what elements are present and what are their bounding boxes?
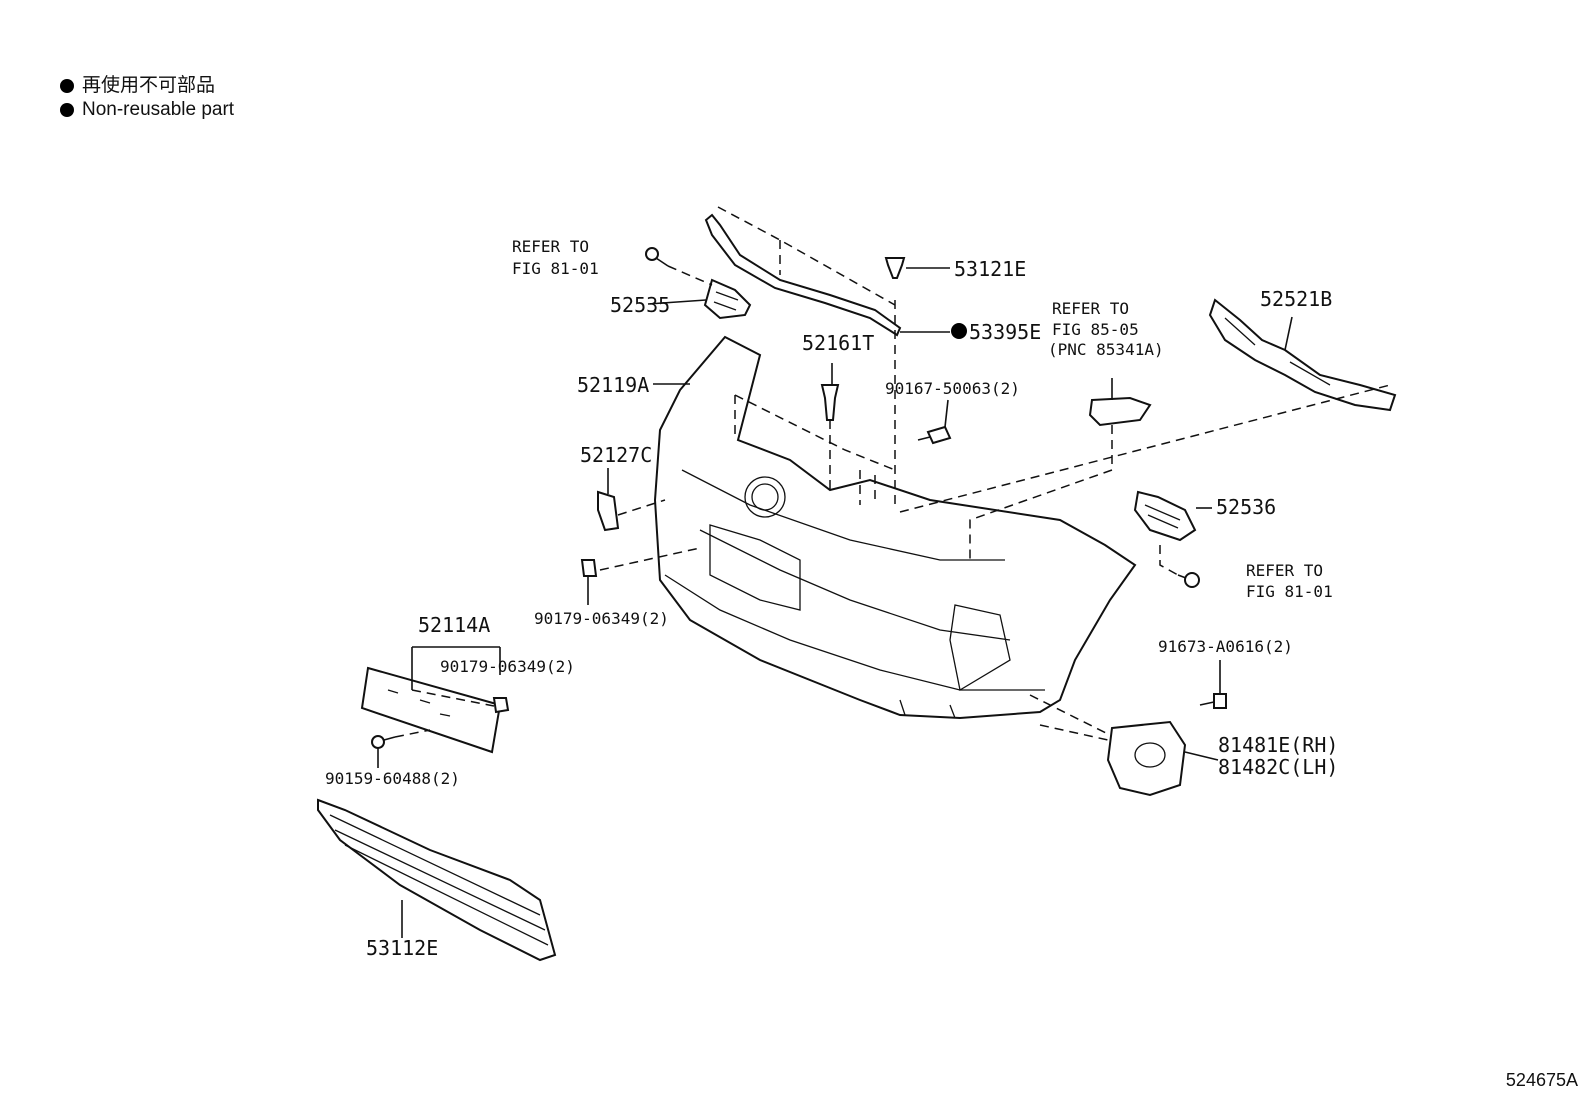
label-91673-a0616: 91673-A0616(2) bbox=[1158, 637, 1293, 656]
non-reusable-dot-icon bbox=[951, 323, 967, 339]
ref-note-2-line2: FIG 85-05 bbox=[1052, 320, 1139, 339]
label-90179-lower: 90179-06349(2) bbox=[440, 657, 575, 676]
fog-lamp-bezel-part[interactable] bbox=[1106, 720, 1187, 797]
non-reusable-dot-icon bbox=[60, 103, 74, 117]
legend-row-jp: 再使用不可部品 bbox=[60, 74, 234, 98]
legend-text-en: Non-reusable part bbox=[82, 99, 235, 120]
diagram-code: 524675A bbox=[1505, 1070, 1578, 1090]
label-90179-upper: 90179-06349(2) bbox=[534, 609, 669, 628]
washer-cap-part[interactable] bbox=[1088, 396, 1152, 427]
clip-52161t-part[interactable] bbox=[820, 384, 840, 421]
label-52119a: 52119A bbox=[577, 373, 649, 397]
screw-90159-part[interactable] bbox=[371, 735, 396, 749]
label-52114a: 52114A bbox=[418, 613, 490, 637]
legend-row-en: Non-reusable part bbox=[60, 98, 234, 122]
screw-right-part[interactable] bbox=[1177, 572, 1200, 588]
bumper-support-part[interactable] bbox=[1208, 298, 1397, 412]
screw-top-left-part[interactable] bbox=[645, 247, 669, 267]
ref-note-3-line2: FIG 81-01 bbox=[1246, 582, 1333, 601]
nut-90179-upper-part[interactable] bbox=[580, 559, 598, 577]
ref-note-3-line1: REFER TO bbox=[1246, 561, 1323, 580]
label-81481e-rh: 81481E(RH) bbox=[1218, 733, 1338, 757]
plate-52127c-part[interactable] bbox=[597, 490, 620, 532]
bolt-91673-part[interactable] bbox=[1199, 693, 1227, 709]
label-53395e: 53395E bbox=[969, 320, 1041, 344]
right-bracket-part[interactable] bbox=[1133, 490, 1197, 542]
label-53112e: 53112E bbox=[366, 936, 438, 960]
bolt-90167-part[interactable] bbox=[917, 425, 952, 445]
ref-note-1-line2: FIG 81-01 bbox=[512, 259, 599, 278]
bumper-cover-part[interactable] bbox=[653, 335, 1137, 720]
legend-text-jp: 再使用不可部品 bbox=[82, 75, 216, 96]
label-52535: 52535 bbox=[610, 293, 670, 317]
left-bracket-part[interactable] bbox=[703, 278, 752, 320]
screw-53121e-part[interactable] bbox=[884, 257, 906, 279]
label-81482c-lh: 81482C(LH) bbox=[1218, 755, 1338, 779]
ref-note-2-line1: REFER TO bbox=[1052, 299, 1129, 318]
legend: 再使用不可部品 Non-reusable part bbox=[60, 74, 234, 122]
label-90159-60488: 90159-60488(2) bbox=[325, 769, 460, 788]
ref-note-2-line3: (PNC 85341A) bbox=[1048, 340, 1164, 359]
nut-90179-lower-part[interactable] bbox=[492, 697, 510, 714]
label-52161t: 52161T bbox=[802, 331, 874, 355]
ref-note-1-line1: REFER TO bbox=[512, 237, 589, 256]
upper-retainer-strip-part[interactable] bbox=[704, 213, 902, 337]
label-52536: 52536 bbox=[1216, 495, 1276, 519]
label-53121e: 53121E bbox=[954, 257, 1026, 281]
license-plate-bracket-part[interactable] bbox=[360, 666, 502, 754]
label-52521b: 52521B bbox=[1260, 287, 1332, 311]
label-52127c: 52127C bbox=[580, 443, 652, 467]
lower-grille-part[interactable] bbox=[317, 798, 557, 962]
label-90167-50063: 90167-50063(2) bbox=[885, 379, 1020, 398]
non-reusable-dot-icon bbox=[60, 79, 74, 93]
